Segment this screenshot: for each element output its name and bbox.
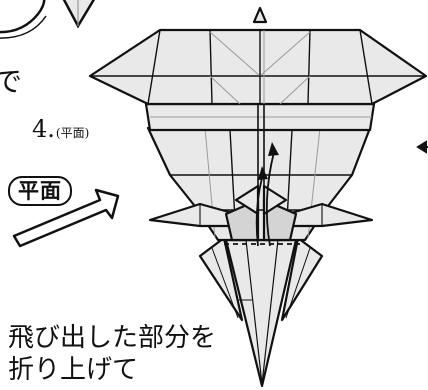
previous-step-fragment [0, 0, 96, 39]
step-number: 4. [32, 115, 55, 143]
instruction-line-2: 折り上げて [8, 355, 139, 385]
flat-view-pointer-arrow-icon [12, 188, 120, 248]
right-edge-arrow-icon [416, 140, 428, 154]
instruction-line-1: 飛び出した部分を [8, 323, 217, 353]
flat-view-badge: 平面 [8, 176, 72, 206]
cut-off-text: で [0, 65, 23, 98]
fold-up-arrow-icon [255, 142, 279, 247]
instruction-text: 飛び出した部分を 折り上げて [8, 322, 268, 386]
crane-body [88, 6, 428, 388]
step-note: (平面) [55, 126, 90, 140]
step-label: 4.(平面) [32, 117, 89, 141]
